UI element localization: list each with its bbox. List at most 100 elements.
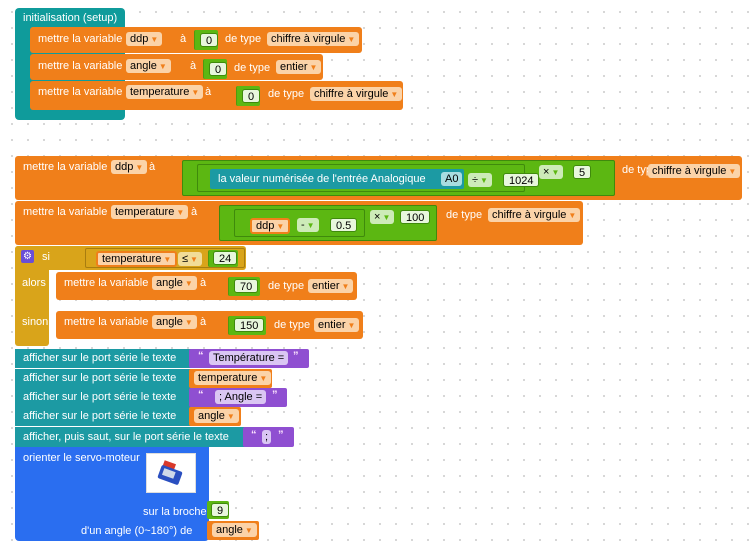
number-block[interactable]: 70 <box>228 277 260 296</box>
number-value[interactable]: 150 <box>234 318 265 332</box>
var-temperature-block[interactable]: temperature▼ <box>189 369 272 388</box>
var-temperature-block[interactable]: temperature▼ <box>96 251 178 267</box>
set-ddp-block[interactable]: mettre la variable ddp▼ à la valeur numé… <box>15 156 742 200</box>
dropdown-arrow-icon: ▼ <box>190 255 198 264</box>
subtract-value[interactable]: 0.5 <box>330 218 358 232</box>
serial-print-block[interactable]: afficher sur le port série le texte <box>15 407 191 426</box>
multiply-operator-dropdown[interactable]: ×▼ <box>539 165 564 179</box>
multiply-operator-dropdown[interactable]: ×▼ <box>370 210 395 224</box>
servo-block[interactable]: orienter le servo-moteur sur la broche d… <box>15 447 209 541</box>
text-value[interactable]: ; Angle = <box>215 390 267 404</box>
dropdown-arrow-icon: ▼ <box>551 168 560 177</box>
then-label: alors <box>22 277 46 289</box>
number-value[interactable]: 0 <box>200 33 219 47</box>
analog-pin-dropdown[interactable]: A0 <box>441 172 463 186</box>
var-dropdown-ddp[interactable]: ddp▼ <box>111 160 148 174</box>
var-dropdown-angle[interactable]: angle▼ <box>152 315 197 329</box>
subtract-block[interactable]: ddp▼ -▼ 0.5 <box>234 209 365 237</box>
dropdown-arrow-icon: ▼ <box>480 176 488 185</box>
set-temperature-init[interactable]: mettre la variable temperature▼ à 0 de t… <box>30 81 403 110</box>
number-block[interactable]: 0 <box>236 86 261 106</box>
analog-read-label: la valeur numérisée de l'entrée Analogiq… <box>218 173 426 185</box>
number-block[interactable]: 24 <box>208 250 238 267</box>
serial-print-label: afficher sur le port série le texte <box>23 372 177 384</box>
dropdown-arrow-icon: ▼ <box>309 63 318 72</box>
type-dropdown[interactable]: entier▼ <box>314 318 360 332</box>
divisor-value[interactable]: 1024 <box>503 173 540 187</box>
number-block[interactable]: 0 <box>203 59 228 79</box>
pin-value[interactable]: 9 <box>211 503 230 517</box>
number-value[interactable]: 0 <box>209 62 228 76</box>
set-angle-then[interactable]: mettre la variable angle▼ à 70 de type e… <box>56 272 357 300</box>
var-dropdown-temperature[interactable]: temperature▼ <box>111 205 189 219</box>
divide-block[interactable]: la valeur numérisée de l'entrée Analogiq… <box>197 164 540 192</box>
set-angle-else[interactable]: mettre la variable angle▼ à 150 de type … <box>56 311 363 339</box>
dropdown-arrow-icon: ▼ <box>276 222 285 231</box>
serial-print-label: afficher sur le port série le texte <box>23 352 177 364</box>
text-block[interactable]: “ Température = ” <box>189 349 309 368</box>
type-dropdown[interactable]: chiffre à virgule▼ <box>267 32 360 46</box>
dropdown-arrow-icon: ▼ <box>728 167 737 176</box>
text-block[interactable]: “ ; Angle = ” <box>189 388 287 407</box>
var-dropdown[interactable]: angle▼ <box>212 523 257 537</box>
dropdown-arrow-icon: ▼ <box>184 279 193 288</box>
var-angle-block[interactable]: angle▼ <box>207 521 259 540</box>
number-value[interactable]: 0 <box>242 89 261 103</box>
var-dropdown-temperature[interactable]: temperature▼ <box>126 85 204 99</box>
pin-label: sur la broche <box>143 506 207 518</box>
var-dropdown-angle[interactable]: angle▼ <box>152 276 197 290</box>
var-dropdown-angle[interactable]: angle▼ <box>126 59 171 73</box>
quote-open-icon: “ <box>198 389 204 401</box>
if-header[interactable]: ⚙ si temperature▼ ≤▼ 24 <box>15 246 246 270</box>
var-dropdown[interactable]: angle▼ <box>194 409 239 423</box>
number-value[interactable]: 70 <box>234 279 259 293</box>
number-block[interactable]: 0 <box>194 30 219 50</box>
var-dropdown[interactable]: temperature▼ <box>194 371 272 385</box>
type-dropdown[interactable]: entier▼ <box>276 60 322 74</box>
set-temperature-block[interactable]: mettre la variable temperature▼ à ddp▼ -… <box>15 201 583 245</box>
text-value[interactable]: ; <box>262 430 272 444</box>
type-dropdown[interactable]: chiffre à virgule▼ <box>488 208 581 222</box>
var-ddp-block[interactable]: ddp▼ <box>250 218 291 234</box>
number-value[interactable]: 24 <box>213 251 238 265</box>
pin-number-block[interactable]: 9 <box>207 501 230 519</box>
set-ddp-init[interactable]: mettre la variable ddp▼ à 0 de type chif… <box>30 27 362 53</box>
compare-operator-dropdown[interactable]: ≤▼ <box>178 252 202 266</box>
serial-print-block[interactable]: afficher sur le port série le texte <box>15 388 191 407</box>
analog-read-block[interactable]: la valeur numérisée de l'entrée Analogiq… <box>210 169 464 189</box>
servo-title: orienter le servo-moteur <box>23 452 140 464</box>
var-angle-block[interactable]: angle▼ <box>189 407 241 426</box>
dropdown-arrow-icon: ▼ <box>135 163 144 172</box>
servo-motor-image <box>146 453 196 493</box>
dropdown-arrow-icon: ▼ <box>259 374 268 383</box>
stmt-prefix: mettre la variable <box>38 60 123 72</box>
type-dropdown[interactable]: chiffre à virgule▼ <box>310 87 403 101</box>
dropdown-arrow-icon: ▼ <box>191 88 200 97</box>
compare-block[interactable]: temperature▼ ≤▼ 24 <box>85 248 245 268</box>
to-label: à <box>200 277 207 289</box>
servo-icon <box>157 460 183 485</box>
text-value[interactable]: Température = <box>209 351 289 365</box>
divide-operator-dropdown[interactable]: ÷▼ <box>468 173 492 187</box>
type-dropdown[interactable]: chiffre à virgule▼ <box>648 164 741 178</box>
set-angle-init[interactable]: mettre la variable angle▼ à 0 de type en… <box>30 54 323 80</box>
quote-close-icon: ” <box>272 389 278 401</box>
multiplier-value[interactable]: 100 <box>400 210 431 224</box>
dropdown-arrow-icon: ▼ <box>158 62 167 71</box>
serial-print-block[interactable]: afficher sur le port série le texte <box>15 369 191 388</box>
dropdown-arrow-icon: ▼ <box>184 318 193 327</box>
multiplier-value[interactable]: 5 <box>573 165 592 179</box>
multiply-block[interactable]: la valeur numérisée de l'entrée Analogiq… <box>182 160 615 196</box>
serial-print-block[interactable]: afficher sur le port série le texte <box>15 349 191 368</box>
type-dropdown[interactable]: entier▼ <box>308 279 354 293</box>
type-label: de type <box>234 62 271 74</box>
multiply-block[interactable]: ddp▼ -▼ 0.5 ×▼ 100 <box>219 205 437 241</box>
text-block[interactable]: “ ; ” <box>243 427 294 447</box>
gear-icon[interactable]: ⚙ <box>21 250 34 263</box>
dropdown-arrow-icon: ▼ <box>306 221 315 230</box>
serial-println-block[interactable]: afficher, puis saut, sur le port série l… <box>15 427 245 447</box>
subtract-operator-dropdown[interactable]: -▼ <box>297 218 319 232</box>
var-dropdown-ddp[interactable]: ddp▼ <box>126 32 163 46</box>
to-label: à <box>205 86 212 98</box>
number-block[interactable]: 150 <box>228 316 266 335</box>
